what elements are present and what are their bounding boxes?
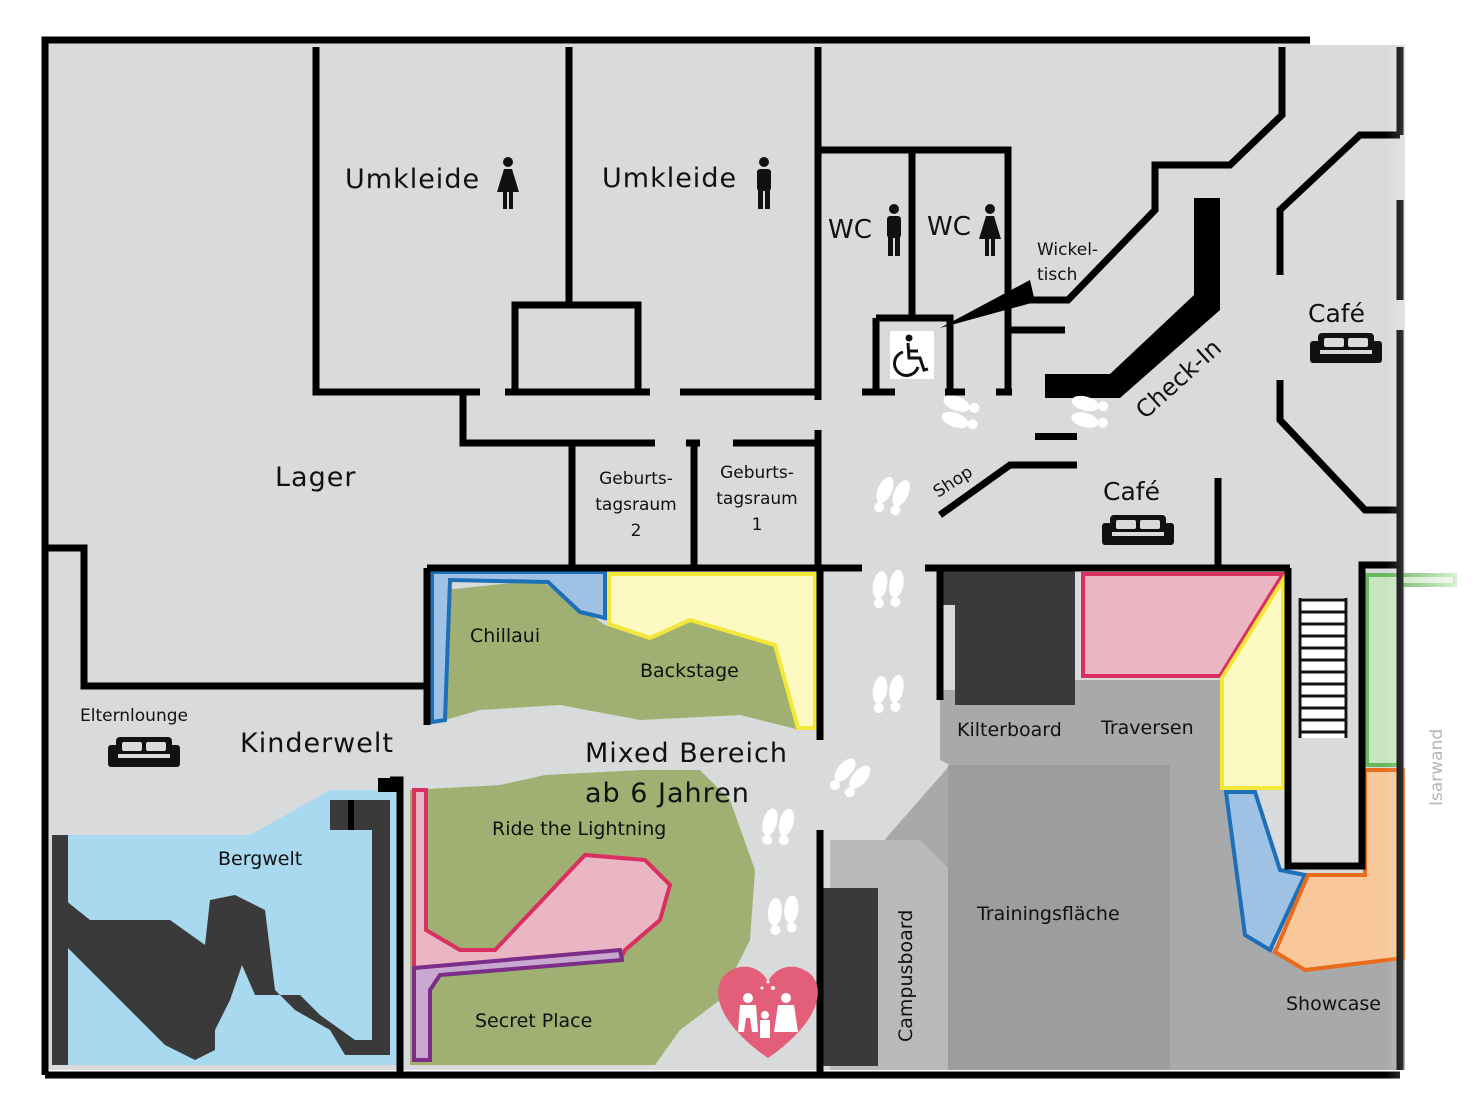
trainingsflaeche-label: Trainingsfläche <box>976 903 1120 925</box>
isarwand-label: Isarwand <box>1427 729 1447 806</box>
sofa-icon <box>108 737 180 767</box>
cafe-top-label: Café <box>1308 299 1365 328</box>
secret-place-label: Secret Place <box>475 1010 592 1032</box>
showcase-label: Showcase <box>1286 993 1381 1015</box>
umkleide-men-label: Umkleide <box>602 163 737 194</box>
wc-women-label: WC <box>927 212 971 242</box>
mixed-bereich-label-1: Mixed Bereich <box>585 738 788 769</box>
wc-men-label: WC <box>828 215 872 245</box>
check-in-counter <box>1045 198 1220 398</box>
right-fade <box>1385 30 1480 1090</box>
chillaui-blue-wall <box>430 570 607 725</box>
traversen-blue-wall <box>1223 790 1308 953</box>
campusboard-label: Campusboard <box>895 910 917 1042</box>
geburtstag2-label-3: 2 <box>631 521 642 541</box>
top-fade <box>1310 30 1410 45</box>
umkleide-women-label: Umkleide <box>345 164 480 195</box>
family-heart-icon <box>718 966 818 1058</box>
traversen-pink-wall <box>1081 572 1287 678</box>
pillar <box>378 778 400 792</box>
cafe-center-label: Café <box>1103 477 1160 506</box>
traversen-label: Traversen <box>1100 717 1194 739</box>
chillaui-label: Chillaui <box>470 625 540 647</box>
wickeltisch-pointer <box>940 280 1035 328</box>
stairs-icon <box>1298 598 1348 738</box>
secret-place-wall <box>412 947 625 1062</box>
kilterboard-label: Kilterboard <box>957 719 1062 741</box>
geburtstag1-label-1: Geburts- <box>720 463 794 483</box>
backstage-yellow-wall <box>607 572 817 730</box>
wickeltisch-label-2: tisch <box>1037 265 1077 285</box>
shop-wall <box>937 461 1077 518</box>
bergwelt-label: Bergwelt <box>218 848 302 870</box>
elternlounge-label: Elternlounge <box>80 706 188 726</box>
training-inner <box>948 765 1170 1070</box>
campusboard-wall <box>823 888 878 1066</box>
geburtstag1-label-2: tagsraum <box>716 489 797 509</box>
sofa-icon <box>1102 515 1174 545</box>
bergwelt-rock-left <box>52 835 68 1065</box>
pillar-2 <box>348 800 354 830</box>
kilterboard-wall <box>940 568 1075 705</box>
traversen-yellow-wall <box>1220 573 1285 790</box>
kinderwelt-label: Kinderwelt <box>240 728 394 759</box>
shop-counter <box>1035 433 1077 440</box>
bergwelt-rock <box>52 800 390 1065</box>
lager-label: Lager <box>275 462 356 493</box>
wheelchair-icon <box>890 331 934 379</box>
wickeltisch-label-1: Wickel- <box>1037 240 1098 260</box>
sofa-icon <box>1310 333 1382 363</box>
backstage-label: Backstage <box>640 660 739 682</box>
ride-the-lightning-label: Ride the Lightning <box>492 818 666 840</box>
chillaui-backstage-area <box>445 580 800 730</box>
geburtstag1-label-3: 1 <box>752 515 763 535</box>
mixed-bereich-label-2: ab 6 Jahren <box>585 778 750 809</box>
geburtstag2-label-1: Geburts- <box>599 469 673 489</box>
geburtstag2-label-2: tagsraum <box>595 495 676 515</box>
